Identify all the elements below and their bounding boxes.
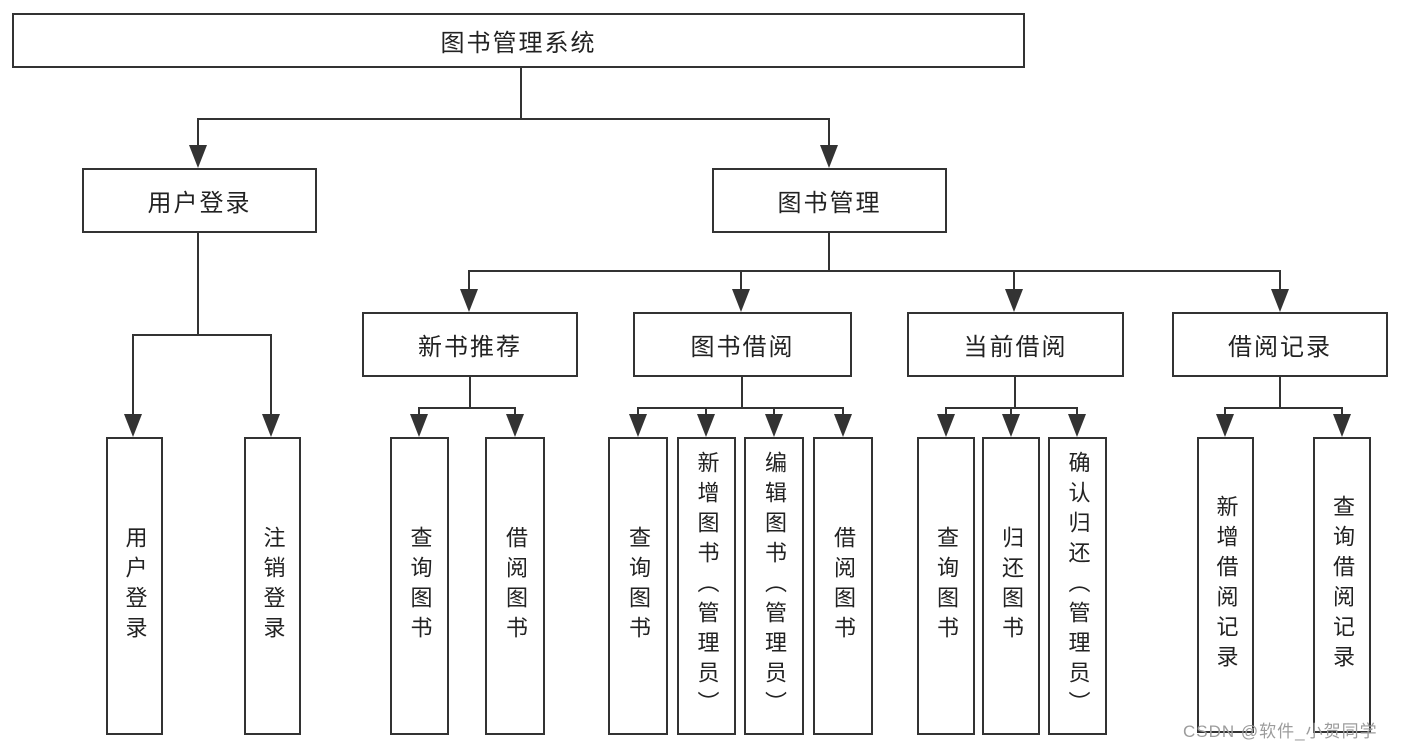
connector-drop-rec-borrow — [514, 407, 516, 419]
leaf-bb-query-book-label: 查询图书 — [626, 526, 651, 646]
node-book-management: 图书管理 — [712, 168, 947, 233]
leaf-rec-borrow-book: 借阅图书 — [485, 437, 545, 735]
arrow-down-icon — [765, 414, 783, 437]
leaf-cb-return-book: 归还图书 — [982, 437, 1040, 735]
connector-drop-user-login — [197, 118, 199, 147]
leaf-cb-query-book-label: 查询图书 — [934, 526, 959, 646]
connector-drop-borrow-records — [1279, 270, 1281, 292]
node-current-borrow: 当前借阅 — [907, 312, 1124, 377]
leaf-logout-label: 注销登录 — [260, 526, 286, 646]
arrow-down-icon — [1068, 414, 1086, 437]
leaf-bb-add-book: 新增图书（管理员） — [677, 437, 736, 735]
connector-drop-book-mgmt — [828, 118, 830, 147]
connector-book-mgmt-feed — [828, 233, 830, 272]
arrow-down-icon — [834, 414, 852, 437]
leaf-br-add-record: 新增借阅记录 — [1197, 437, 1254, 733]
leaf-bb-add-book-label: 新增图书（管理员） — [694, 451, 720, 721]
connector-drop-cb-confirm — [1076, 407, 1078, 419]
connector-drop-rec-query — [418, 407, 420, 419]
node-book-borrow: 图书借阅 — [633, 312, 852, 377]
connector-user-login-rail — [132, 334, 272, 336]
arrow-down-icon — [262, 414, 280, 437]
connector-drop-book-borrow — [740, 270, 742, 292]
connector-drop-cb-query — [945, 407, 947, 419]
arrow-down-icon — [506, 414, 524, 437]
connector-rec-rail — [418, 407, 516, 409]
leaf-user-login-label: 用户登录 — [122, 526, 148, 646]
arrow-down-icon — [1216, 414, 1234, 437]
connector-rec-feed — [469, 377, 471, 409]
connector-drop-bb-edit — [773, 407, 775, 419]
leaf-cb-return-book-label: 归还图书 — [999, 526, 1024, 646]
leaf-br-query-record-label: 查询借阅记录 — [1330, 495, 1355, 675]
arrow-down-icon — [1271, 289, 1289, 312]
leaf-br-add-record-label: 新增借阅记录 — [1213, 495, 1239, 675]
leaf-rec-borrow-book-label: 借阅图书 — [503, 526, 528, 646]
arrow-down-icon — [124, 414, 142, 437]
arrow-down-icon — [189, 145, 207, 168]
connector-drop-current-borrow — [1013, 270, 1015, 292]
arrow-down-icon — [1333, 414, 1351, 437]
connector-root-rail — [197, 118, 830, 120]
leaf-cb-confirm-return: 确认归还（管理员） — [1048, 437, 1107, 735]
leaf-cb-query-book: 查询图书 — [917, 437, 975, 735]
arrow-down-icon — [820, 145, 838, 168]
arrow-down-icon — [460, 289, 478, 312]
connector-drop-bb-borrow — [842, 407, 844, 419]
leaf-bb-borrow-book: 借阅图书 — [813, 437, 873, 735]
arrow-down-icon — [937, 414, 955, 437]
node-borrow-records: 借阅记录 — [1172, 312, 1388, 377]
leaf-user-login: 用户登录 — [106, 437, 163, 735]
connector-br-feed — [1279, 375, 1281, 409]
leaf-br-query-record: 查询借阅记录 — [1313, 437, 1371, 733]
connector-drop-new-book-rec — [468, 270, 470, 292]
leaf-rec-query-book-label: 查询图书 — [407, 526, 433, 646]
connector-drop-cb-return — [1010, 407, 1012, 419]
arrow-down-icon — [1002, 414, 1020, 437]
connector-bb-rail — [637, 407, 844, 409]
csdn-watermark: CSDN @软件_小贺同学 — [1183, 722, 1378, 741]
leaf-bb-edit-book: 编辑图书（管理员） — [744, 437, 804, 735]
connector-drop-bb-add — [705, 407, 707, 419]
leaf-bb-query-book: 查询图书 — [608, 437, 668, 735]
connector-drop-leaf-user-login — [132, 334, 134, 416]
connector-drop-br-query — [1341, 407, 1343, 419]
leaf-logout: 注销登录 — [244, 437, 301, 735]
leaf-cb-confirm-return-label: 确认归还（管理员） — [1065, 451, 1091, 721]
arrow-down-icon — [629, 414, 647, 437]
node-new-book-recommend: 新书推荐 — [362, 312, 578, 377]
connector-bb-feed — [741, 377, 743, 409]
connector-root-feed — [520, 68, 522, 119]
arrow-down-icon — [1005, 289, 1023, 312]
node-root-system: 图书管理系统 — [12, 13, 1025, 68]
connector-drop-bb-query — [637, 407, 639, 419]
leaf-rec-query-book: 查询图书 — [390, 437, 449, 735]
connector-drop-br-add — [1224, 407, 1226, 419]
arrow-down-icon — [410, 414, 428, 437]
connector-user-login-feed — [197, 233, 199, 336]
leaf-bb-borrow-book-label: 借阅图书 — [831, 526, 856, 646]
node-user-login: 用户登录 — [82, 168, 317, 233]
leaf-bb-edit-book-label: 编辑图书（管理员） — [762, 451, 787, 721]
connector-drop-leaf-logout — [270, 334, 272, 416]
arrow-down-icon — [732, 289, 750, 312]
connector-cb-feed — [1014, 377, 1016, 409]
connector-br-rail — [1224, 407, 1343, 409]
arrow-down-icon — [697, 414, 715, 437]
connector-book-mgmt-rail — [468, 270, 1281, 272]
